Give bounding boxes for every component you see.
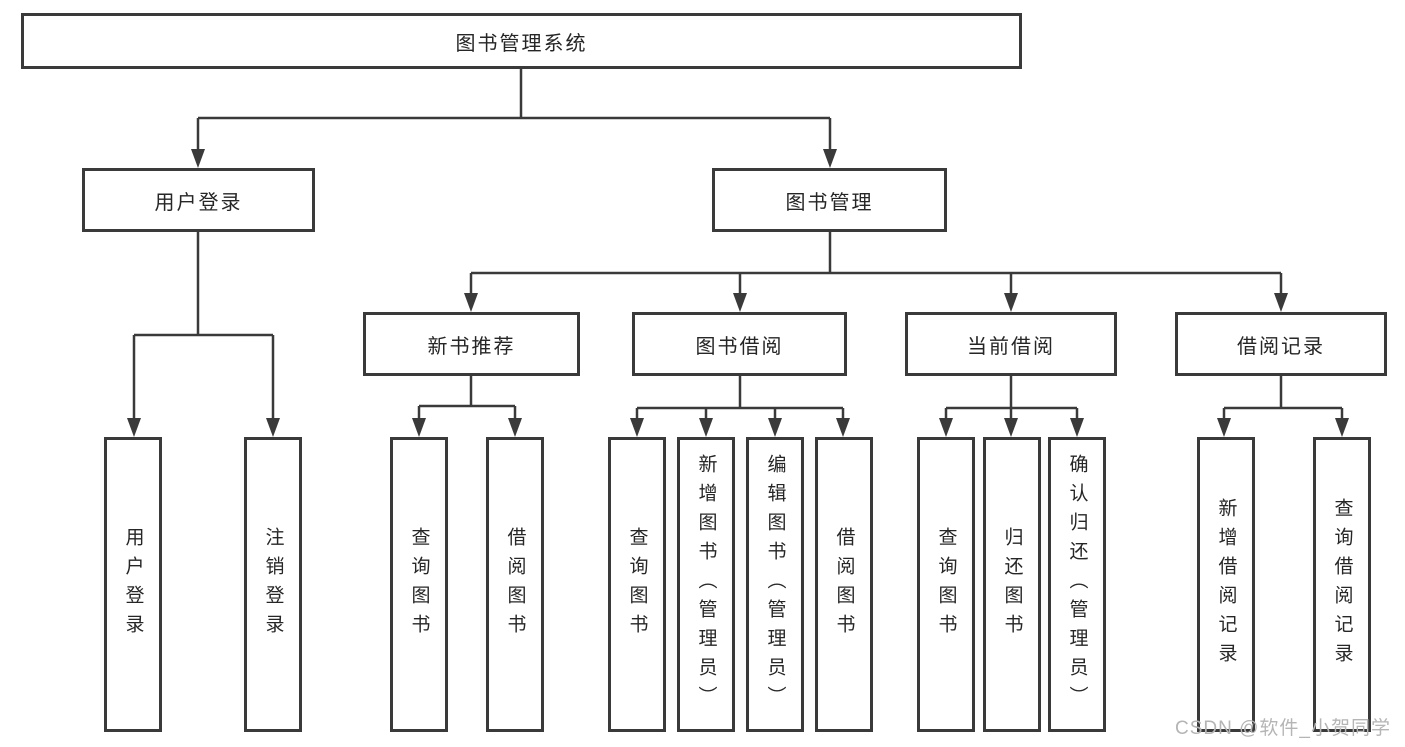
arrow-down-icon xyxy=(630,418,644,437)
leaf-label: 新增图书（管理员） xyxy=(695,454,717,715)
arrow-down-icon xyxy=(127,418,141,437)
leaf-borrow-books-2: 借阅图书 xyxy=(815,437,873,732)
csdn-watermark: CSDN @软件_小贺同学 xyxy=(1175,718,1391,739)
arrow-down-icon xyxy=(1004,293,1018,312)
node-library-system: 图书管理系统 xyxy=(21,13,1022,69)
node-book-management: 图书管理 xyxy=(712,168,947,232)
leaf-label: 查询图书 xyxy=(408,526,430,643)
arrow-down-icon xyxy=(768,418,782,437)
leaf-edit-books-admin: 编辑图书（管理员） xyxy=(746,437,804,732)
arrow-down-icon xyxy=(836,418,850,437)
leaf-label: 确认归还（管理员） xyxy=(1066,454,1088,715)
connector-borrowing-to-leaves xyxy=(635,376,845,421)
leaf-add-books-admin: 新增图书（管理员） xyxy=(677,437,735,732)
arrow-down-icon xyxy=(939,418,953,437)
leaf-label: 编辑图书（管理员） xyxy=(764,454,786,715)
node-borrowing-records: 借阅记录 xyxy=(1175,312,1387,376)
leaf-label: 查询借阅记录 xyxy=(1331,497,1353,672)
leaf-query-books-2: 查询图书 xyxy=(608,437,666,732)
arrowheads xyxy=(127,149,1349,437)
arrow-down-icon xyxy=(699,418,713,437)
node-current-borrowing: 当前借阅 xyxy=(905,312,1117,376)
connector-root-to-level2 xyxy=(196,69,832,152)
leaf-label: 借阅图书 xyxy=(833,526,855,643)
leaf-user-login: 用户登录 xyxy=(104,437,162,732)
node-book-borrowing: 图书借阅 xyxy=(632,312,847,376)
leaf-query-books-1: 查询图书 xyxy=(390,437,448,732)
node-user-login: 用户登录 xyxy=(82,168,315,232)
arrow-down-icon xyxy=(191,149,205,168)
arrow-down-icon xyxy=(1070,418,1084,437)
leaf-query-borrow-record: 查询借阅记录 xyxy=(1313,437,1371,732)
leaf-confirm-return-admin: 确认归还（管理员） xyxy=(1048,437,1106,732)
leaf-label: 归还图书 xyxy=(1001,526,1023,643)
leaf-label: 新增借阅记录 xyxy=(1215,497,1237,672)
leaf-label: 查询图书 xyxy=(626,526,648,643)
leaf-query-books-3: 查询图书 xyxy=(917,437,975,732)
arrow-down-icon xyxy=(266,418,280,437)
arrow-down-icon xyxy=(412,418,426,437)
connector-records-to-leaves xyxy=(1222,376,1344,421)
leaf-label: 注销登录 xyxy=(262,526,284,643)
leaf-borrow-books-1: 借阅图书 xyxy=(486,437,544,732)
arrow-down-icon xyxy=(1004,418,1018,437)
connector-current-to-leaves xyxy=(944,376,1079,421)
arrow-down-icon xyxy=(823,149,837,168)
arrow-down-icon xyxy=(1217,418,1231,437)
connector-bookmgmt-to-groups xyxy=(469,232,1283,296)
arrow-down-icon xyxy=(733,293,747,312)
connector-newbooks-to-leaves xyxy=(417,376,517,421)
arrow-down-icon xyxy=(1335,418,1349,437)
leaf-logout: 注销登录 xyxy=(244,437,302,732)
node-new-book-recommend: 新书推荐 xyxy=(363,312,580,376)
arrow-down-icon xyxy=(508,418,522,437)
leaf-label: 查询图书 xyxy=(935,526,957,643)
connector-userlogin-to-leaves xyxy=(132,232,275,421)
leaf-return-books: 归还图书 xyxy=(983,437,1041,732)
arrow-down-icon xyxy=(464,293,478,312)
arrow-down-icon xyxy=(1274,293,1288,312)
leaf-add-borrow-record: 新增借阅记录 xyxy=(1197,437,1255,732)
leaf-label: 用户登录 xyxy=(122,526,144,643)
leaf-label: 借阅图书 xyxy=(504,526,526,643)
